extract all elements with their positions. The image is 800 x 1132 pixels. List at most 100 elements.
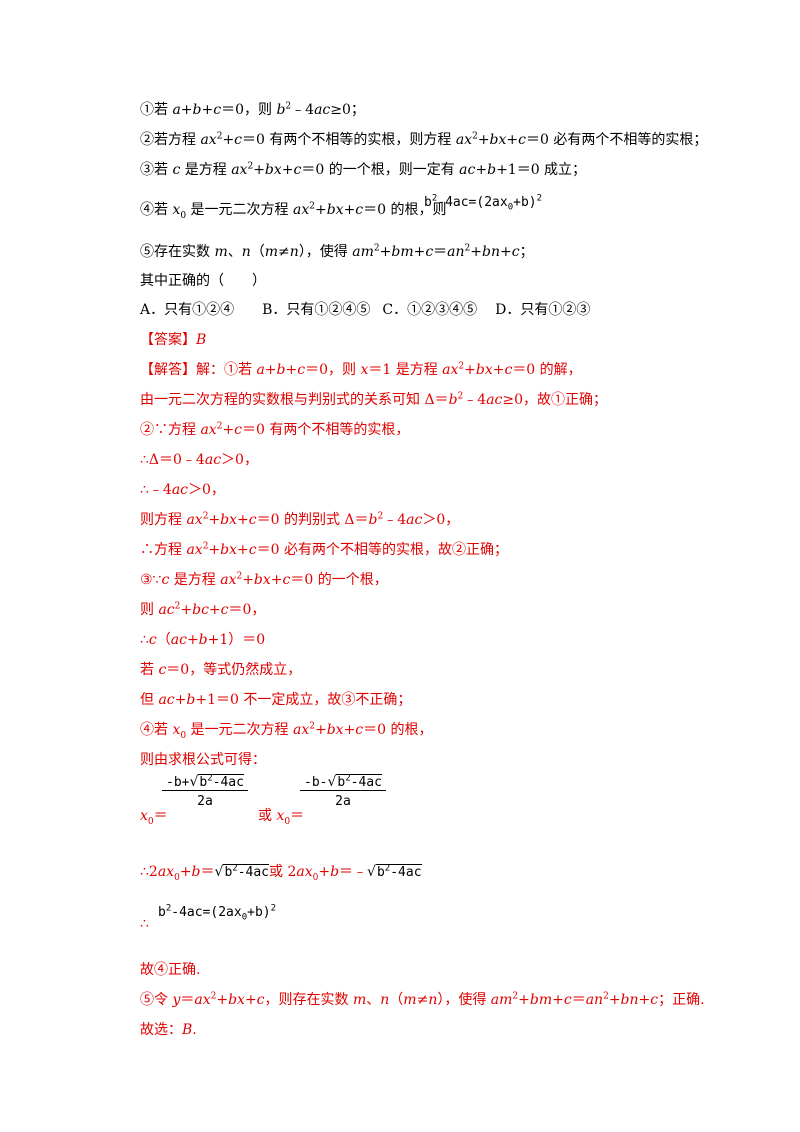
solution-line-19: ⑤令 y＝ax2+bx+c，则存在实数 m、n（m≠n），使得 am2+bm+c… <box>140 990 705 1010</box>
text: ；正确. <box>658 992 705 1008</box>
solution-line-5: ∴﹣4ac＞0， <box>140 480 225 500</box>
math: y <box>172 992 181 1008</box>
text: . <box>192 1022 197 1038</box>
text: +1）＝0 <box>207 632 266 648</box>
solution-line-4: ∴Δ＝0﹣4ac＞0， <box>140 450 258 470</box>
solution-line-15-label-2: 或 x0＝ <box>258 806 304 826</box>
math: m <box>264 244 279 260</box>
math: ac <box>171 482 189 498</box>
option-d: D．只有①②③ <box>495 302 591 318</box>
text: 是一元二次方程 <box>186 722 293 738</box>
root-fraction-minus: -b-√b2-4ac 2a <box>300 774 386 809</box>
text: ＝0 的判别式 Δ＝ <box>256 512 369 528</box>
radicand: b2-4ac <box>223 864 269 880</box>
option-a: A．只有①②④ <box>140 302 235 318</box>
math: ax <box>296 864 313 880</box>
formula-text: -4ac <box>212 775 244 790</box>
math: ax <box>293 202 310 218</box>
text: ④若 <box>140 722 173 738</box>
text: （ <box>250 244 265 260</box>
text: ⑤令 <box>140 992 173 1008</box>
text: ＝0 的一个根， <box>290 572 388 588</box>
exponent: 2 <box>384 863 391 874</box>
math: +c <box>222 422 243 438</box>
solution-label: 【解答】 <box>140 362 196 378</box>
formula-text: b <box>424 195 432 210</box>
formula-discriminant: b2-4ac=(2ax0+b)2 <box>424 193 542 213</box>
math: an <box>447 244 465 260</box>
text: 是方程 <box>180 162 232 178</box>
formula-text: +b) <box>247 905 271 920</box>
math: am <box>352 244 374 260</box>
text: ≥0，故①正确； <box>502 392 608 408</box>
text: ＝ <box>180 992 195 1008</box>
text: ≠ <box>278 244 290 260</box>
math: ac <box>204 452 222 468</box>
text: ），使得 <box>437 992 491 1008</box>
math: m <box>403 992 417 1008</box>
math: ac <box>158 602 175 618</box>
text: ∴﹣4 <box>140 482 172 498</box>
text: ＞0， <box>221 452 258 468</box>
exponent: 2 <box>202 511 209 522</box>
math: ax <box>455 132 473 148</box>
exponent: 2 <box>210 991 217 1002</box>
text: ＝0 的根，则 <box>363 202 447 218</box>
math: n <box>241 244 251 260</box>
text: 、 <box>366 992 381 1008</box>
exponent: 2 <box>464 243 471 254</box>
text: ＞0， <box>422 512 460 528</box>
formula-text: +b) <box>513 195 537 210</box>
math: ax <box>220 572 237 588</box>
exponent: 2 <box>202 541 209 552</box>
exponent: 2 <box>373 243 380 254</box>
formula-text: b <box>158 905 166 920</box>
statement-5: ⑤存在实数 m、n（m≠n），使得 am2+bm+c＝an2+bn+c； <box>140 242 534 262</box>
text: ∴ <box>140 916 149 932</box>
text: ③若 <box>140 162 173 178</box>
statement-1: ①若 a+b+c＝0，则 b2﹣4ac≥0； <box>140 100 365 120</box>
math: am <box>490 992 513 1008</box>
solution-line-9: 则 ac2+bc+c＝0， <box>140 600 265 620</box>
option-c: C．①②③④⑤ <box>382 302 478 318</box>
statement-2: ②若方程 ax2+c＝0 有两个不相等的实根，则方程 ax2+bx+c＝0 必有… <box>140 130 707 150</box>
answer-label: 【答案】 <box>140 332 196 348</box>
math: +bx+c <box>208 542 257 558</box>
math: ac <box>314 102 331 118</box>
exponent: 2 <box>472 131 478 142</box>
formula-text: b <box>337 775 346 790</box>
math: +bx+c <box>464 362 513 378</box>
text: + <box>179 864 192 880</box>
text: ； <box>519 244 534 260</box>
exponent: 2 <box>236 571 243 582</box>
text: ＝0 的解， <box>512 362 582 378</box>
text: ＝0 有两个不相等的实根，则方程 <box>242 132 456 148</box>
text: ①若 <box>140 102 173 118</box>
text: ＝0 必有两个不相等的实根； <box>525 132 708 148</box>
math: ac+b <box>459 162 497 178</box>
math: ax <box>442 362 459 378</box>
text: （ <box>156 632 171 648</box>
text: +1＝0 成立； <box>496 162 587 178</box>
solution-line-11: 若 c＝0，等式仍然成立， <box>140 660 301 680</box>
text: 或 2 <box>269 864 297 880</box>
exponent: 2 <box>174 601 181 612</box>
text: ④若 <box>140 202 173 218</box>
solution-line-12: 但 ac+b+1＝0 不一定成立，故③不正确； <box>140 690 411 710</box>
solution-line-15-label-1: x0＝ <box>140 806 168 826</box>
math: +bx+c <box>314 722 364 738</box>
math: n <box>289 244 299 260</box>
text: ∴ <box>140 632 149 648</box>
text: ＝﹣ <box>339 864 368 880</box>
math: +bm+c <box>379 244 434 260</box>
math: ax <box>157 864 175 880</box>
question-prompt: 其中正确的（ ） <box>140 273 266 289</box>
math: ac <box>486 392 503 408</box>
text: ，则存在实数 <box>264 992 353 1008</box>
solution-line-14: 则由求根公式可得： <box>140 752 266 768</box>
text: ∴Δ＝0﹣4 <box>140 452 205 468</box>
text: ），使得 <box>298 244 353 260</box>
text: ∴2 <box>140 864 158 880</box>
subscript: 0 <box>312 872 319 883</box>
